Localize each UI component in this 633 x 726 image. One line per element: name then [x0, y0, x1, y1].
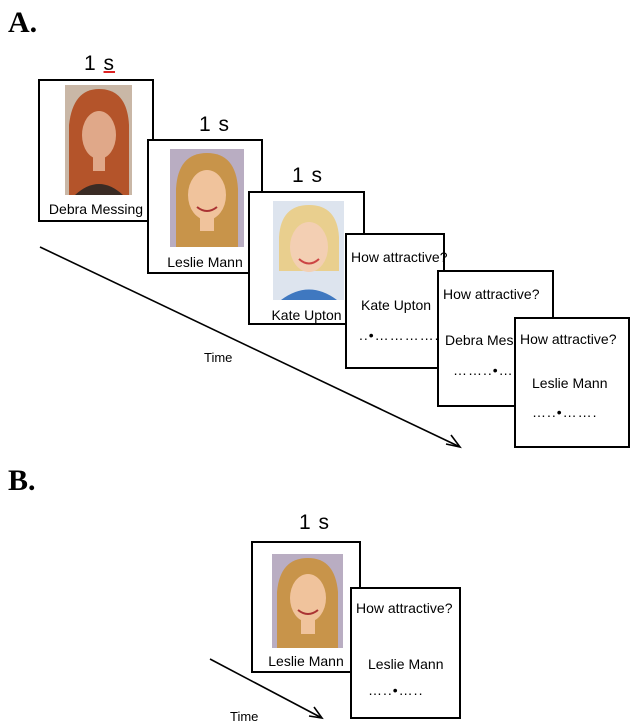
face-name-3: Kate Upton: [271, 307, 342, 323]
rating-card-3: How attractive? Leslie Mann …..•…….: [514, 317, 630, 448]
rating-name-3: Leslie Mann: [532, 375, 608, 391]
rating-question-2: How attractive?: [443, 286, 540, 302]
face-name-2: Leslie Mann: [167, 254, 243, 270]
duration-label-b: 1 s: [299, 511, 331, 534]
face-photo-b: [272, 554, 343, 648]
rating-name-b: Leslie Mann: [368, 656, 444, 672]
face-photo-1: [65, 85, 132, 195]
duration-label-1: 1 s: [84, 52, 116, 75]
time-label-a: Time: [204, 350, 233, 365]
rating-question-1: How attractive?: [351, 249, 448, 265]
panel-a-label: A.: [8, 6, 38, 39]
face-photo-3: [273, 201, 344, 300]
rating-question-3: How attractive?: [520, 331, 617, 347]
rating-scale-2: ……..•…….: [453, 362, 534, 378]
face-name-1: Debra Messing: [48, 201, 144, 217]
duration-unit-underlined: s: [103, 52, 116, 75]
panel-b-label: B.: [8, 464, 36, 497]
rating-scale-1: ..•…………..: [359, 327, 445, 343]
face-card-leslie: Leslie Mann: [147, 139, 263, 274]
face-card-debra: Debra Messing: [38, 79, 154, 222]
face-photo-2: [170, 149, 244, 247]
rating-question-b: How attractive?: [356, 600, 453, 616]
face-name-b: Leslie Mann: [268, 653, 344, 669]
rating-card-1: How attractive? Kate Upton ..•…………..: [345, 233, 448, 369]
duration-label-3: 1 s: [292, 164, 324, 187]
face-card-b: Leslie Mann: [251, 541, 361, 673]
rating-scale-b: …..•…..: [368, 682, 424, 698]
rating-name-1: Kate Upton: [361, 297, 432, 313]
rating-card-b: How attractive? Leslie Mann …..•…..: [350, 587, 461, 719]
rating-scale-3: …..•…….: [532, 404, 598, 420]
duration-label-2: 1 s: [199, 113, 231, 136]
time-label-b: Time: [230, 709, 259, 724]
